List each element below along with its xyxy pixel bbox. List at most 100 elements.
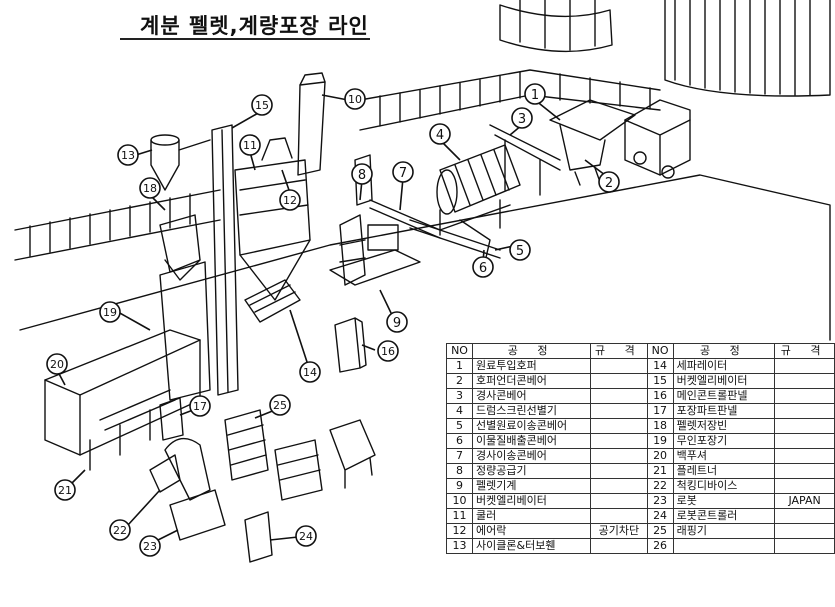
item-name: 로봇콘트롤러 [672,508,776,524]
header-spec: 규 격 [590,343,648,359]
header-process: 공 정 [672,343,776,359]
header-process: 공 정 [472,343,592,359]
header-no: NO [646,343,674,359]
item-spec: JAPAN [774,493,835,509]
item-name: 쿨러 [472,508,592,524]
svg-text:3: 3 [518,112,526,127]
item-number: 13 [445,538,474,554]
callout-10: 10 [321,88,366,110]
item-name: 세파레이터 [672,358,776,374]
drum-screen [436,144,521,236]
item-number: 11 [445,508,474,524]
reject-conveyor [459,219,491,263]
item-number: 3 [445,388,474,404]
header-spec: 규 격 [774,343,835,359]
callout-20: 20 [46,353,68,386]
item-spec [590,388,648,404]
item-name: 버켓엘리베이터 [672,373,776,389]
svg-text:5: 5 [516,244,524,259]
item-spec [774,433,835,449]
svg-text:18: 18 [143,182,157,195]
item-spec [590,403,648,419]
item-name: 버켓엘리베이터 [472,493,592,509]
item-spec [590,418,648,434]
item-spec [774,478,835,494]
svg-text:4: 4 [436,128,444,143]
callout-13: 13 [117,144,153,166]
item-name: 포장파트판넬 [672,403,776,419]
item-spec [590,463,648,479]
item-name [672,538,776,554]
item-name: 이물질배출콘베어 [472,433,592,449]
callout-2: 2 [584,159,620,193]
item-spec [774,373,835,389]
page-title: 계분 펠렛,계량포장 라인 [140,14,369,38]
callout-7: 7 [392,161,414,211]
incline-transfer-conveyor [369,199,441,239]
pellet-storage-bin [159,214,211,401]
svg-text:19: 19 [103,306,117,319]
callout-17: 17 [179,395,211,417]
incline-conveyor [489,124,561,196]
callout-3: 3 [509,107,533,136]
callout-18: 18 [139,177,166,211]
title-underline [120,38,370,40]
item-spec [774,463,835,479]
callout-12: 12 [279,169,301,211]
svg-text:24: 24 [299,530,313,543]
bucket-elevators [211,72,326,396]
item-number: 4 [445,403,474,419]
item-name: 호퍼언더콘베어 [472,373,592,389]
input-hopper [549,99,636,186]
cooler [234,137,311,301]
item-name: 사이클론&터보휀 [472,538,592,554]
item-spec [590,478,648,494]
robot [149,437,226,541]
item-name: 무인포장기 [672,433,776,449]
svg-text:20: 20 [50,358,64,371]
item-name: 래핑기 [672,523,776,539]
svg-text:2: 2 [605,176,613,191]
item-number: 2 [445,373,474,389]
callout-22: 22 [109,489,161,541]
item-spec [774,508,835,524]
forklift [329,419,376,489]
item-spec [774,403,835,419]
item-spec [590,433,648,449]
item-spec [590,448,648,464]
item-spec [774,448,835,464]
item-spec [774,538,835,554]
item-number: 6 [445,433,474,449]
item-spec [590,358,648,374]
callout-11: 11 [239,134,261,171]
svg-text:1: 1 [531,88,539,103]
svg-text:11: 11 [243,139,257,152]
item-spec [590,373,648,389]
callout-8: 8 [351,163,373,201]
callout-19: 19 [99,301,151,331]
item-number: 7 [445,448,474,464]
packaging-line [44,329,201,471]
item-number: 20 [646,448,674,464]
storage-silos [499,0,831,97]
item-number: 10 [445,493,474,509]
item-number: 25 [646,523,674,539]
item-number: 18 [646,418,674,434]
item-number: 8 [445,463,474,479]
wrapped-pallets [224,409,323,501]
callout-4: 4 [429,123,461,161]
item-spec [774,418,835,434]
svg-text:9: 9 [393,316,401,331]
robot-controller-box [244,511,273,563]
item-name: 선별원료이송콘베어 [472,418,592,434]
item-number: 14 [646,358,674,374]
